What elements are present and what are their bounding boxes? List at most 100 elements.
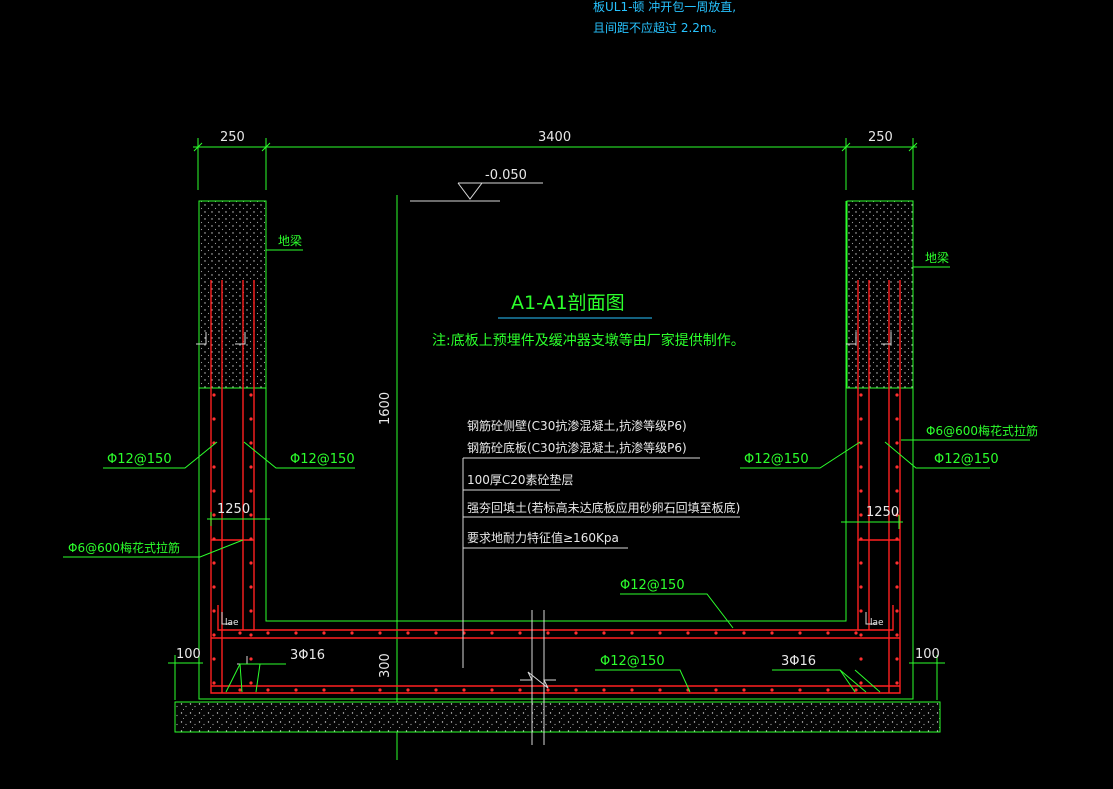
rebar-dot: [895, 489, 899, 493]
rebar-dot: [266, 631, 270, 635]
rebar-dot: [859, 561, 863, 565]
rebar-wall-left-outer: Φ12@150: [107, 452, 172, 467]
rebar-dot: [249, 465, 253, 469]
rebar-dot: [249, 417, 253, 421]
rebar-dot: [895, 537, 899, 541]
rebar-dot: [770, 631, 774, 635]
layer-note-4: 强夯回填土(若标高未达底板应用砂卵石回填至板底): [467, 500, 740, 515]
dim-span: 3400: [538, 130, 571, 145]
rebar-dot: [859, 537, 863, 541]
layer-note-5: 要求地耐力特征值≥160Kpa: [467, 530, 619, 545]
tie-right-label: Φ6@600梅花式拉筋: [926, 423, 1038, 438]
rebar-dot: [249, 585, 253, 589]
rebar-dot: [266, 688, 270, 692]
rebar-dot: [518, 688, 522, 692]
rebar-dot: [859, 417, 863, 421]
lae-label-left: lae: [225, 618, 239, 628]
slab-top-rebar-label: Φ12@150: [620, 578, 685, 593]
rebar-dot: [322, 688, 326, 692]
rebar-wall-left-inner: Φ12@150: [290, 452, 355, 467]
rebar-dot: [658, 631, 662, 635]
rebar-dot: [212, 513, 216, 517]
dim-right-offset: 100: [915, 647, 940, 662]
rebar-dot: [602, 631, 606, 635]
ground-beam-right: [846, 200, 914, 389]
layer-note-2: 钢筋砼底板(C30抗渗混凝土,抗渗等级P6): [467, 440, 687, 455]
rebar-dot: [546, 688, 550, 692]
rebar-cage: [210, 280, 901, 694]
rebar-wall-right-outer: Φ12@150: [934, 452, 999, 467]
rebar-dot: [212, 609, 216, 613]
rebar-dot: [854, 688, 858, 692]
rebar-dot: [378, 688, 382, 692]
rebar-dot: [714, 631, 718, 635]
rebar-dot: [859, 489, 863, 493]
haunch-dimensions: [207, 512, 903, 529]
rebar-dot: [294, 631, 298, 635]
elevation-marker: [410, 182, 543, 202]
rebar-dot: [212, 657, 216, 661]
rebar-dot: [859, 465, 863, 469]
rebar-dot: [238, 688, 242, 692]
rebar-dot: [895, 417, 899, 421]
rebar-wall-right-inner: Φ12@150: [744, 452, 809, 467]
rebar-dot: [462, 688, 466, 692]
elevation-label: -0.050: [485, 168, 527, 183]
ground-beam-right-label: 地梁: [925, 250, 949, 265]
section-note: 注:底板上预埋件及缓冲器支墩等由厂家提供制作。: [432, 332, 745, 349]
rebar-dot: [859, 657, 863, 661]
rebar-dot: [350, 688, 354, 692]
rebar-dot: [859, 681, 863, 685]
rebar-dot: [859, 513, 863, 517]
rebar-dot: [742, 631, 746, 635]
rebar-dot: [826, 688, 830, 692]
cushion-layer: [174, 701, 941, 733]
rebar-dot: [798, 688, 802, 692]
rebar-dot: [859, 441, 863, 445]
rebar-dot: [895, 633, 899, 637]
slab-bottom-rebar-label: Φ12@150: [600, 654, 665, 669]
rebar-dot: [212, 465, 216, 469]
dim-slab: 300: [378, 653, 393, 678]
rebar-dot: [212, 561, 216, 565]
rebar-dot: [895, 585, 899, 589]
rebar-dot: [434, 688, 438, 692]
rebar-dot: [378, 631, 382, 635]
rebar-dot: [294, 688, 298, 692]
rebar-dot: [895, 393, 899, 397]
rebar-dot: [322, 631, 326, 635]
rebar-dot: [490, 688, 494, 692]
rebar-dot: [212, 681, 216, 685]
rebar-dot: [350, 631, 354, 635]
layer-notes: [462, 457, 740, 668]
rebar-dot: [249, 681, 253, 685]
rebar-dot: [249, 609, 253, 613]
rebar-dot: [895, 657, 899, 661]
rebar-dot: [686, 631, 690, 635]
dim-left-wall: 250: [220, 130, 245, 145]
rebar-dot: [490, 631, 494, 635]
offset-dimensions: [168, 655, 945, 700]
dim-height: 1600: [378, 392, 393, 425]
corner-right-label: 3Φ16: [781, 654, 816, 669]
rebar-dot: [798, 631, 802, 635]
rebar-dot: [212, 393, 216, 397]
dim-left-offset: 100: [176, 647, 201, 662]
section-title: A1-A1剖面图: [511, 292, 625, 314]
layer-note-1: 钢筋砼侧壁(C30抗渗混凝土,抗渗等级P6): [467, 418, 687, 433]
lae-label-right: lae: [870, 618, 884, 628]
rebar-dot: [249, 657, 253, 661]
rebar-dots: [212, 393, 899, 692]
rebar-dot: [249, 441, 253, 445]
rebar-dot: [212, 489, 216, 493]
ground-beam-left: [198, 200, 267, 389]
break-line: [520, 610, 556, 745]
rebar-dot: [406, 631, 410, 635]
rebar-dot: [895, 609, 899, 613]
rebar-dot: [249, 489, 253, 493]
rebar-dot: [895, 513, 899, 517]
rebar-dot: [518, 631, 522, 635]
top-dimension: [193, 138, 918, 190]
rebar-dot: [630, 631, 634, 635]
